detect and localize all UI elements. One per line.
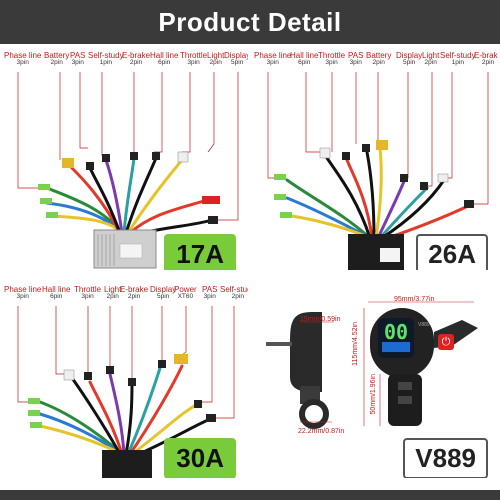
current-rating-badge: 17A bbox=[164, 234, 236, 270]
current-rating-badge: 26A bbox=[416, 234, 488, 270]
wiring-illustration-30a bbox=[17, 306, 235, 478]
wiring-illustration-26a bbox=[267, 72, 489, 270]
speed-readout: 00 bbox=[384, 320, 409, 344]
footer-bar bbox=[0, 490, 500, 500]
banner: Product Detail bbox=[0, 0, 500, 44]
height-dimension: 115mm/4.52in bbox=[352, 322, 359, 366]
display-illustration bbox=[266, 301, 478, 429]
lower-dimension: 50mm/1.96in bbox=[370, 374, 377, 415]
label-self-study: Self-study2pin bbox=[220, 285, 248, 301]
display-model-tag: V889 bbox=[418, 322, 430, 328]
clamp-dimension: 22.2mm/0.87in bbox=[298, 428, 345, 435]
display-panel-v889: 95mm/3.77in 115mm/4.52in 50mm/1.96in 15m… bbox=[252, 282, 498, 478]
model-badge: V889 bbox=[403, 438, 488, 478]
banner-title: Product Detail bbox=[158, 6, 342, 37]
power-icon: ⏻ bbox=[438, 334, 454, 350]
width-dimension: 95mm/3.77in bbox=[394, 296, 435, 303]
wiring-illustration-17a bbox=[17, 72, 239, 269]
depth-dimension: 15mm/0.59in bbox=[300, 316, 341, 323]
current-rating-badge: 30A bbox=[164, 438, 236, 478]
